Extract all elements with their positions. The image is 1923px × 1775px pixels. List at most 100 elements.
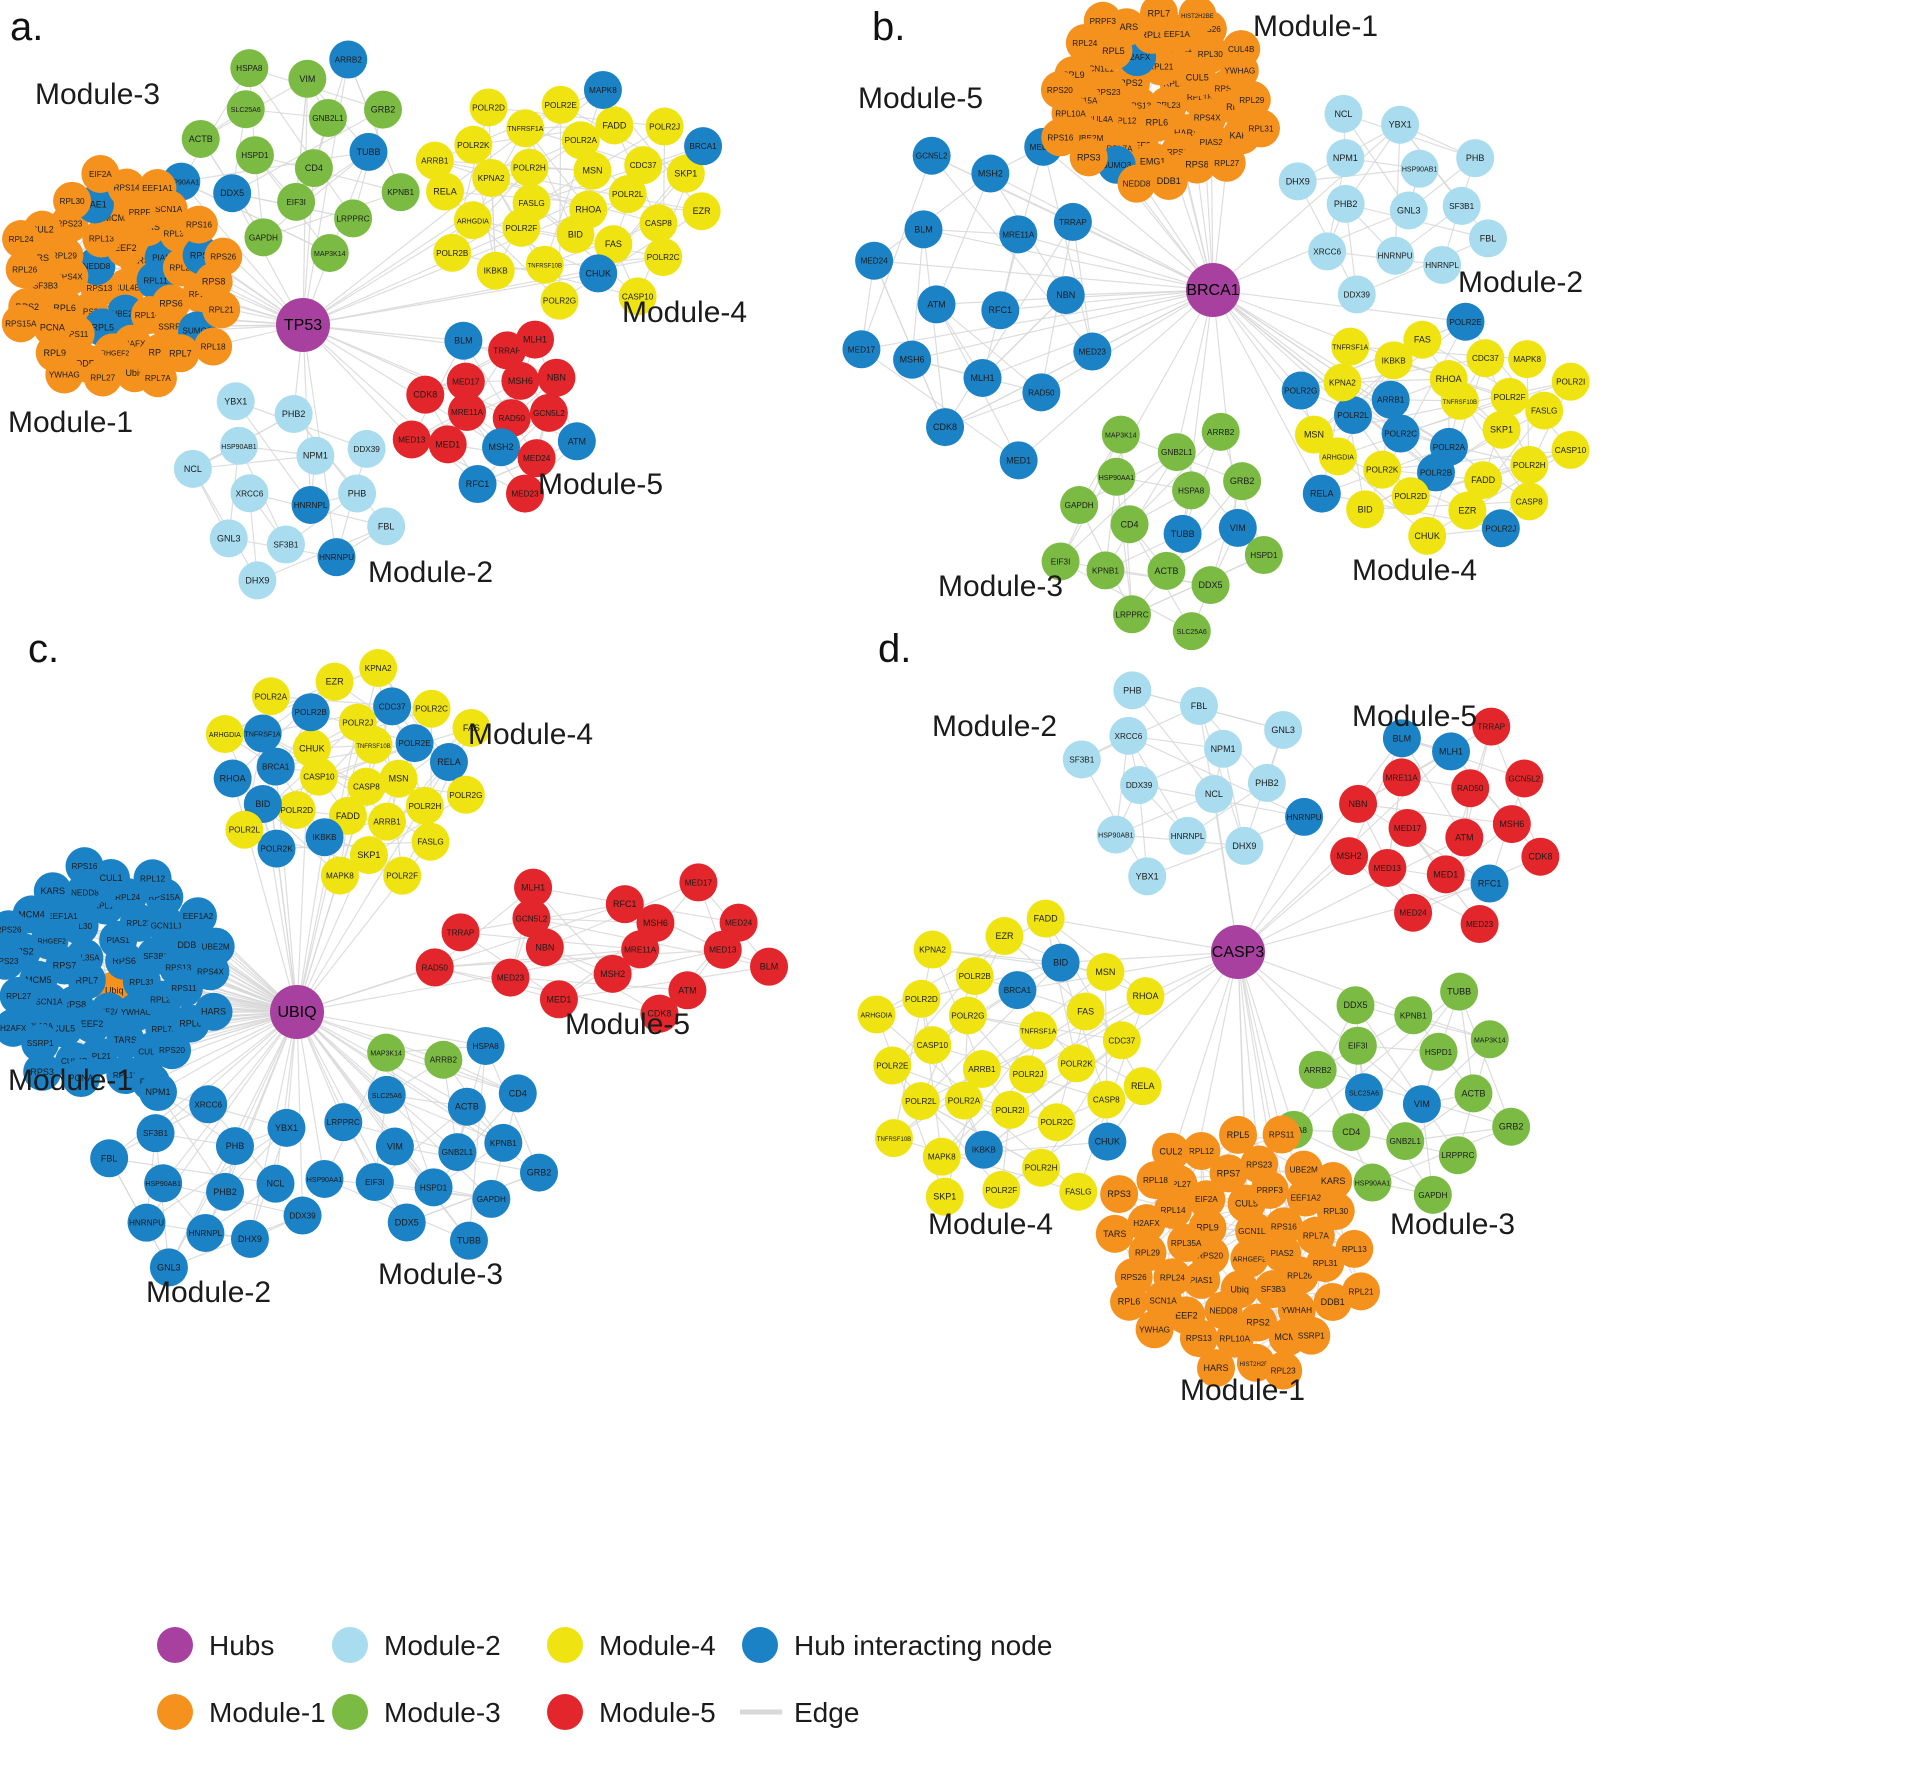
node-label: MED24: [1399, 909, 1427, 918]
node-label: CASP8: [353, 783, 380, 792]
node-DDX39: [283, 1196, 322, 1235]
node-label: MAPK8: [589, 86, 617, 95]
node-label: CASP10: [1555, 446, 1587, 455]
node-label: RPL24: [115, 893, 140, 902]
node-TRRAP: [1053, 202, 1092, 241]
node-DHX9: [1225, 826, 1264, 865]
node-label: RELA: [433, 187, 457, 197]
node-POLR2A: [561, 121, 600, 160]
node-label: RPS3: [1107, 1189, 1131, 1199]
node-MED24: [719, 903, 758, 942]
node-MSH6: [501, 361, 540, 400]
node-label: HSP90AA1: [307, 1177, 343, 1184]
node-GAPDH: [472, 1179, 511, 1218]
edge: [1042, 146, 1214, 291]
node-label: DDX39: [289, 1212, 316, 1221]
node-label: SF3B3: [33, 282, 58, 291]
node-MSH2: [971, 154, 1010, 193]
legend-swatch-hubs: [157, 1627, 193, 1663]
node-TNFRSF1A: [1331, 327, 1370, 366]
node-POLR2H: [405, 786, 444, 825]
node-label: GNL3: [1397, 205, 1421, 215]
node-label: MRE11A: [624, 945, 657, 954]
legend-label-hub-interacting-node: Hub interacting node: [794, 1630, 1052, 1661]
node-label: RPL12: [140, 874, 165, 883]
edge: [936, 303, 1042, 393]
node-label: RPL31: [1248, 124, 1273, 133]
node-label: SLC25A6: [231, 107, 261, 114]
nodes-layer: NCLDDX39NPM1HNRNPLXRCC6PHB2HSP90AB1FBLDH…: [857, 671, 1560, 1407]
node-SKP1: [349, 836, 388, 875]
node-label: MED17: [1394, 824, 1422, 833]
node-MSH2: [593, 954, 632, 993]
node-label: RPS7: [53, 961, 77, 971]
node-NCL: [1194, 775, 1233, 814]
edge: [932, 948, 1061, 964]
node-label: TRRAP: [1059, 218, 1087, 227]
node-label: EZR: [693, 206, 712, 216]
node-label: RPL23: [126, 919, 151, 928]
node-label: POLR2C: [647, 253, 680, 262]
node-GCN5L2: [1505, 759, 1544, 798]
node-label: FASLG: [1065, 1188, 1091, 1197]
node-RAD50: [492, 399, 531, 438]
node-HNRNPL: [1423, 245, 1462, 284]
node-DDX5: [1336, 986, 1375, 1025]
node-label: NCL: [266, 1179, 284, 1189]
node-KPNA2: [913, 930, 952, 969]
node-TNFRSF10B: [874, 1119, 913, 1158]
node-label: RPL26: [150, 996, 175, 1005]
node-label: RPS11: [171, 984, 197, 993]
node-ACTB: [447, 1087, 486, 1126]
node-label: NEDD8: [1210, 1306, 1238, 1315]
node-GNB2L1: [438, 1133, 477, 1172]
node-label: MED1: [546, 994, 571, 1004]
node-label: MAP3K14: [1474, 1037, 1506, 1044]
node-VIM: [1402, 1085, 1441, 1124]
node-label: CHUK: [1414, 531, 1440, 541]
node-label: ATM: [568, 436, 586, 446]
node-label: RPL5: [1102, 46, 1125, 56]
node-label: CHUK: [585, 268, 611, 278]
node-EZR: [985, 917, 1024, 956]
node-label: CUL5: [52, 1023, 75, 1033]
node-label: YBX1: [275, 1123, 298, 1133]
node-NPM1: [1204, 729, 1243, 768]
node-KARS: [1314, 1161, 1353, 1200]
node-label: RPL35A: [69, 954, 100, 963]
module-label-module-4: Module-4: [622, 296, 747, 329]
node-NBN: [1046, 276, 1085, 315]
node-label: TUBB: [1447, 987, 1471, 997]
node-label: NBN: [547, 373, 566, 383]
node-HARS: [1197, 1349, 1236, 1388]
node-label: FASLG: [518, 199, 544, 208]
node-POLR2G: [540, 281, 579, 320]
edge: [296, 1011, 326, 1180]
node-label: GRB2: [1230, 476, 1255, 486]
node-RPS16: [1264, 1207, 1303, 1246]
node-label: EZR: [326, 677, 345, 687]
edge: [1237, 951, 1423, 1105]
node-RPL31: [1306, 1244, 1345, 1283]
node-label: SLC25A6: [1177, 629, 1207, 636]
node-label: RPL6: [53, 303, 76, 313]
node-label: FADD: [1034, 914, 1059, 924]
node-label: RPL9: [43, 348, 66, 358]
node-RAD50: [1022, 373, 1061, 412]
node-label: HIST2H2BE: [1181, 14, 1214, 20]
edge: [1300, 389, 1450, 448]
node-label: HSPD1: [241, 151, 269, 160]
node-MED23: [1073, 332, 1112, 371]
node-label: RPS3: [30, 1067, 54, 1077]
edge: [377, 667, 450, 763]
node-label: EIF3I: [365, 1178, 385, 1187]
node-RPL24: [2, 220, 41, 259]
node-label: MED13: [1374, 864, 1402, 873]
node-RPS16: [179, 205, 218, 244]
edge: [263, 151, 369, 238]
node-label: CDC37: [379, 702, 406, 711]
node-label: RFC1: [613, 899, 637, 909]
node-label: RHOA: [1133, 991, 1159, 1001]
node-label: GCN1L1: [1082, 65, 1114, 74]
legend-label-module-3: Module-3: [384, 1697, 501, 1728]
